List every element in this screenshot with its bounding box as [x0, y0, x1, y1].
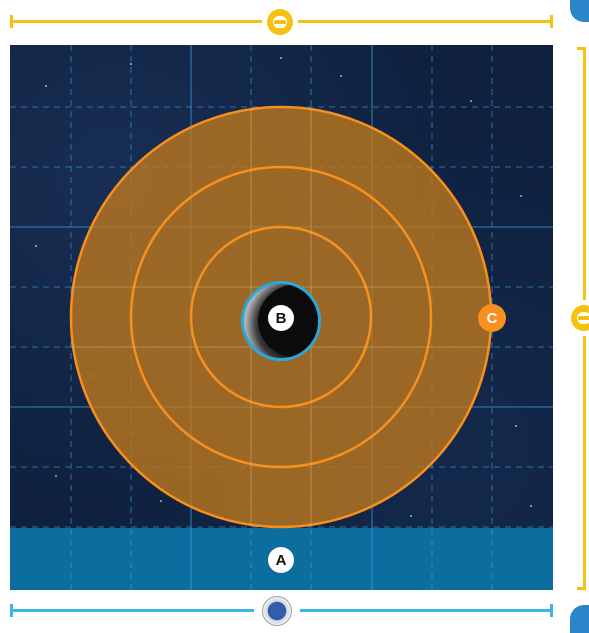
bottom-bar-right-tick — [550, 604, 553, 617]
deployment-zone-marker-a: A — [268, 547, 294, 573]
federation-emblem-icon — [262, 596, 292, 626]
right-range-bar-top-tick — [577, 47, 583, 50]
top-range-bar-left-tick — [10, 15, 13, 28]
range-ring-marker-c: C — [478, 304, 506, 332]
right-range-bar-bottom-tick — [577, 587, 583, 590]
bottom-bar-left-tick — [10, 604, 13, 617]
range-ring-3 — [129, 165, 433, 469]
range-ring-2 — [189, 225, 373, 409]
frame-corner-top-right — [570, 0, 589, 22]
top-range-bar-right-tick — [550, 15, 553, 28]
range-icon — [267, 9, 293, 35]
planet-marker-b: B — [268, 305, 294, 331]
frame-corner-bottom-right — [570, 605, 589, 633]
range-icon-right — [571, 305, 589, 331]
